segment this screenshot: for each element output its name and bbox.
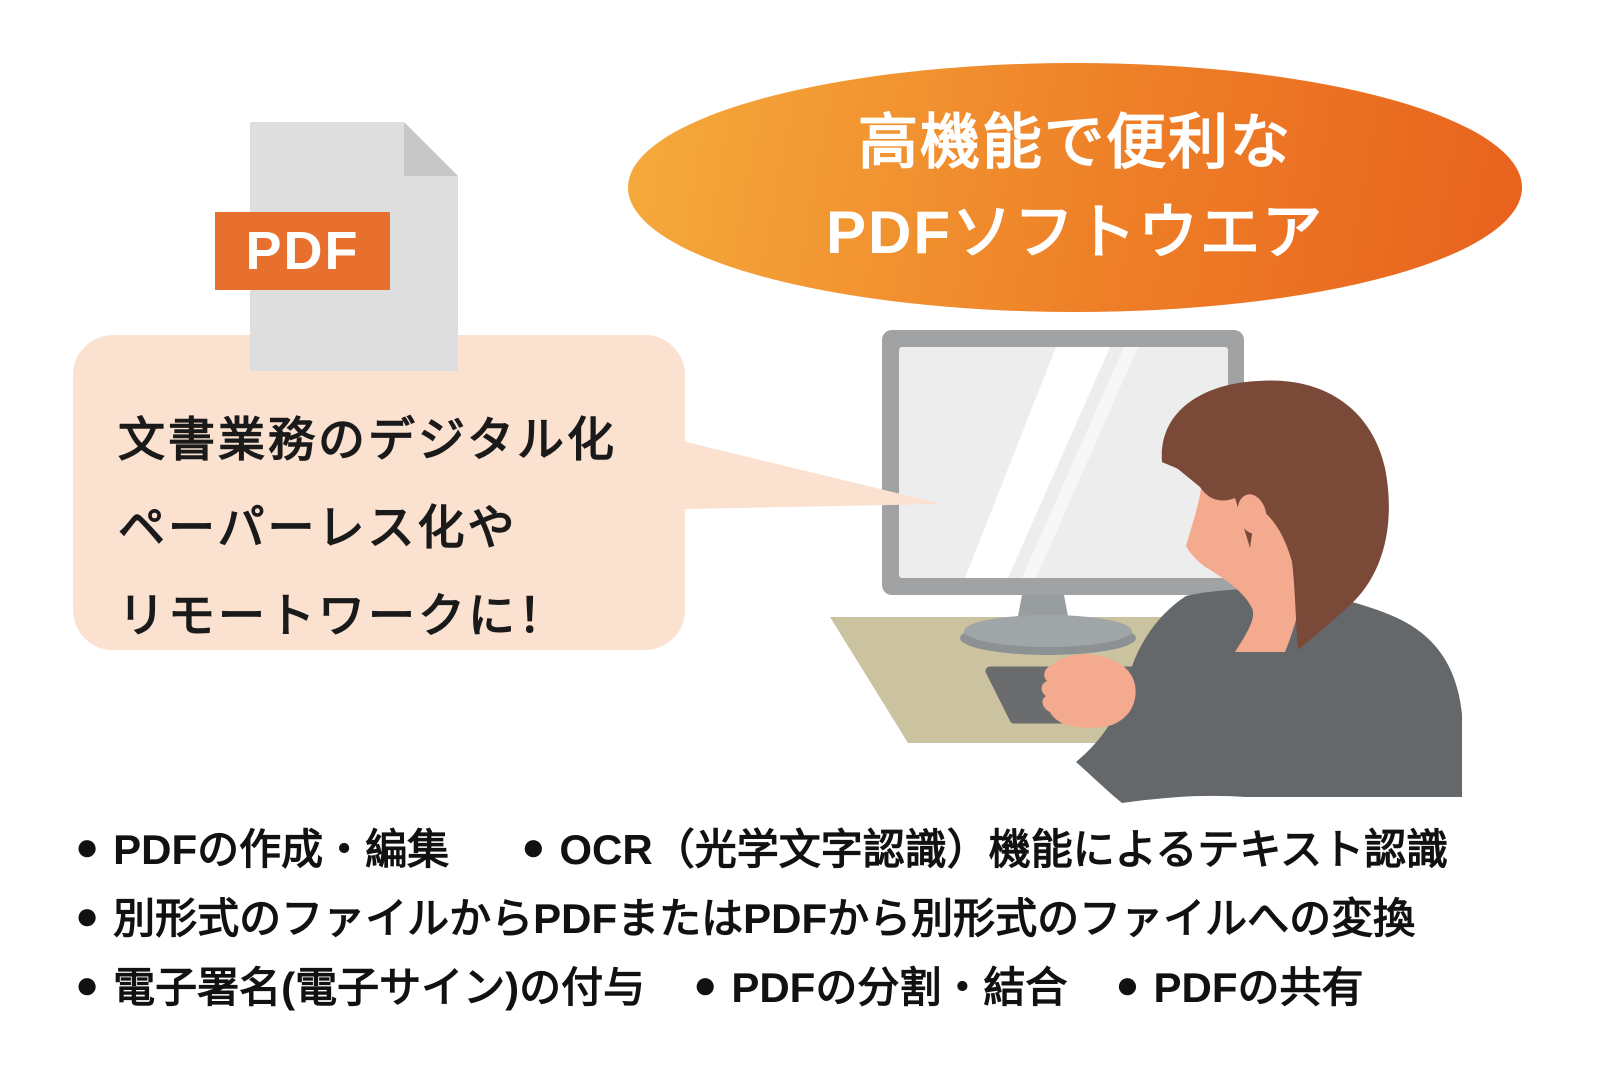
- feature-label: 電子署名(電子サイン)の付与: [113, 964, 646, 1011]
- bullet-icon: ●: [75, 893, 100, 938]
- bubble-line: 文書業務のデジタル化: [118, 413, 618, 466]
- feature-item: ● 別形式のファイルからPDFまたはPDFから別形式のファイルへの変換: [75, 885, 1415, 946]
- screen-glare-thin: [1022, 347, 1138, 578]
- speech-bubble-text: 文書業務のデジタル化 ペーパーレス化や リモートワークに！: [118, 396, 617, 660]
- person-hand: [1041, 654, 1136, 728]
- monitor-screen: [899, 347, 1228, 578]
- feature-item: ● OCR（光学文字認識）機能によるテキスト認識: [521, 816, 1448, 877]
- screen-glare-wide: [965, 347, 1110, 578]
- feature-label: PDFの分割・結合: [731, 964, 1068, 1011]
- banner-ellipse: 高機能で便利な PDFソフトウエア: [628, 63, 1522, 312]
- bullet-icon: ●: [75, 962, 100, 1007]
- speech-bubble-tail: [682, 441, 942, 509]
- person: [1041, 380, 1462, 803]
- feature-item: ● PDFの分割・結合: [693, 954, 1067, 1015]
- monitor-stand-base: [964, 615, 1132, 647]
- speech-bubble: [73, 335, 685, 650]
- pdf-label: PDF: [215, 212, 390, 290]
- bullet-icon: ●: [693, 962, 718, 1007]
- bullet-icon: ●: [1115, 962, 1140, 1007]
- feature-label: OCR（光学文字認識）機能によるテキスト認識: [559, 826, 1449, 873]
- person-hair: [1161, 380, 1389, 650]
- person-ear: [1237, 494, 1267, 534]
- feature-label: PDFの共有: [1153, 964, 1364, 1011]
- bubble-line: リモートワークに！: [118, 589, 568, 642]
- banner-title-line2: PDFソフトウエア: [826, 198, 1324, 266]
- feature-label: PDFの作成・編集: [113, 826, 450, 873]
- pdf-document-fold: [404, 122, 458, 176]
- feature-row: ● PDFの作成・編集 ● OCR（光学文字認識）機能によるテキスト認識: [75, 812, 1448, 881]
- person-body: [1076, 588, 1462, 803]
- bullet-icon: ●: [521, 824, 546, 869]
- feature-item: ● 電子署名(電子サイン)の付与: [75, 954, 645, 1015]
- feature-list: ● PDFの作成・編集 ● OCR（光学文字認識）機能によるテキスト認識 ● 別…: [75, 812, 1448, 1019]
- feature-label: 別形式のファイルからPDFまたはPDFから別形式のファイルへの変換: [113, 895, 1416, 942]
- feature-item: ● PDFの共有: [1115, 954, 1363, 1015]
- feature-item: ● PDFの作成・編集: [75, 816, 449, 877]
- feature-row: ● 電子署名(電子サイン)の付与 ● PDFの分割・結合 ● PDFの共有: [75, 950, 1448, 1019]
- pdf-label-text: PDF: [245, 221, 360, 281]
- bubble-line: ペーパーレス化や: [118, 501, 518, 554]
- feature-row: ● 別形式のファイルからPDFまたはPDFから別形式のファイルへの変換: [75, 881, 1448, 950]
- banner-title-line1: 高機能で便利な: [858, 108, 1292, 176]
- bullet-icon: ●: [75, 824, 100, 869]
